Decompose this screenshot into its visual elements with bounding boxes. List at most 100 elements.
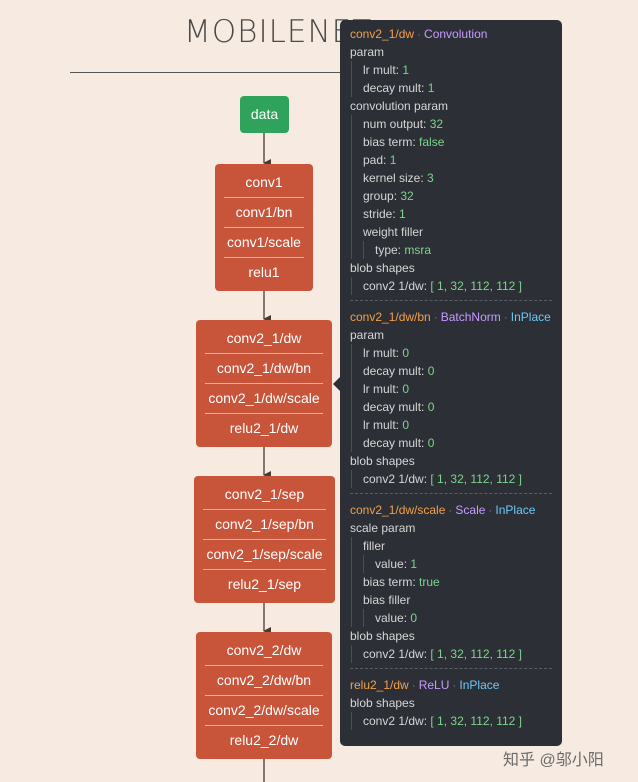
separator-dot: · (417, 27, 422, 41)
param-value: 3 (427, 171, 434, 185)
separator-dot: · (452, 678, 457, 692)
layer-node[interactable]: conv1 (224, 168, 304, 198)
layer-node[interactable]: conv2_1/sep/scale (203, 540, 326, 570)
layer-node[interactable]: conv1/scale (224, 228, 304, 258)
param-key: value: (375, 611, 408, 625)
tooltip-param-line: filler (350, 537, 552, 555)
tooltip-param-line: convolution param (350, 97, 562, 115)
separator-dot: · (411, 678, 416, 692)
separator-dot: · (503, 310, 508, 324)
layer-name: relu2_1/dw (350, 678, 409, 692)
layer-node[interactable]: conv2_2/dw/bn (205, 666, 323, 696)
tooltip-pointer (333, 377, 340, 391)
param-key: param (350, 45, 385, 59)
param-key: lr mult: (363, 63, 399, 77)
param-key: lr mult: (363, 346, 399, 360)
tooltip-param-line: lr mult: 0 (350, 344, 552, 362)
param-value: 0 (402, 382, 410, 396)
layer-node[interactable]: relu2_2/dw (229, 732, 299, 748)
tooltip-layer-header: relu2_1/dw·ReLU·InPlace (350, 676, 552, 694)
tooltip-layer-header: conv2_1/dw·Convolution (350, 25, 562, 43)
tooltip-param-line: kernel size: 3 (350, 169, 562, 187)
title-divider (70, 72, 350, 73)
param-key: lr mult: (363, 418, 399, 432)
inplace-tag: InPlace (459, 678, 500, 692)
tooltip-param-line: num output: 32 (350, 115, 562, 133)
tooltip-param-line: lr mult: 0 (350, 380, 552, 398)
tooltip-param-line: param (350, 43, 562, 61)
layer-type: ReLU (418, 678, 450, 692)
tooltip-param-line: lr mult: 1 (350, 61, 562, 79)
param-key: value: (375, 557, 408, 571)
tooltip-param-line: conv2 1/dw: [ 1, 32, 112, 112 ] (350, 277, 562, 295)
param-value: [ 1, 32, 112, 112 ] (430, 647, 523, 661)
tooltip-param-line: stride: 1 (350, 205, 562, 223)
layer-node[interactable]: relu2_1/dw (229, 420, 299, 436)
watermark: 知乎 @邬小阳 (503, 752, 604, 769)
param-value: 0 (427, 364, 435, 378)
layer-node[interactable]: conv2_1/dw (205, 324, 323, 354)
layer-type: Scale (455, 503, 486, 517)
param-value: [ 1, 32, 112, 112 ] (430, 714, 523, 728)
layer-name: conv2_1/dw (350, 27, 415, 41)
param-value: 1 (399, 207, 406, 221)
param-key: filler (363, 539, 386, 553)
inplace-tag: InPlace (495, 503, 536, 517)
layer-block-conv2-1-dw[interactable]: conv2_1/dw conv2_1/dw/bn conv2_1/dw/scal… (196, 320, 332, 447)
layer-type: BatchNorm (440, 310, 501, 324)
layer-node[interactable]: conv2_1/sep/bn (203, 510, 326, 540)
param-key: convolution param (350, 99, 449, 113)
param-key: blob shapes (350, 629, 415, 643)
layer-block-conv1[interactable]: conv1 conv1/bn conv1/scale relu1 (215, 164, 313, 291)
param-value: 1 (389, 153, 397, 167)
param-value: 0 (402, 346, 410, 360)
param-value: msra (404, 243, 432, 257)
param-key: stride: (363, 207, 396, 221)
tooltip-param-line: group: 32 (350, 187, 562, 205)
layer-node[interactable]: conv2_1/dw/bn (205, 354, 323, 384)
layer-node[interactable]: conv2_1/dw/scale (205, 384, 323, 414)
layer-node[interactable]: conv2_1/sep (203, 480, 326, 510)
param-key: bias term: (363, 135, 416, 149)
separator-dot: · (488, 503, 493, 517)
layer-name: conv2_1/dw/bn (350, 310, 431, 324)
param-key: bias term: (363, 575, 416, 589)
page-title: MOBILENET (184, 14, 373, 50)
tooltip-param-line: lr mult: 0 (350, 416, 552, 434)
node-data[interactable]: data (240, 96, 289, 133)
separator-dot: · (433, 310, 438, 324)
layer-block-conv2-2-dw[interactable]: conv2_2/dw conv2_2/dw/bn conv2_2/dw/scal… (196, 632, 332, 759)
param-value: 1 (402, 63, 410, 77)
layer-node[interactable]: relu1 (248, 264, 280, 280)
param-key: type: (375, 243, 402, 257)
param-value: 0 (410, 611, 418, 625)
layer-block-conv2-1-sep[interactable]: conv2_1/sep conv2_1/sep/bn conv2_1/sep/s… (194, 476, 335, 603)
layer-node[interactable]: conv1/bn (224, 198, 304, 228)
tooltip-param-line: param (350, 326, 552, 344)
tooltip-param-line: type: msra (350, 241, 562, 259)
param-value: 32 (429, 117, 444, 131)
param-value: false (419, 135, 445, 149)
tooltip-param-line: blob shapes (350, 694, 552, 712)
param-key: conv2 1/dw: (363, 472, 428, 486)
tooltip-param-line: conv2 1/dw: [ 1, 32, 112, 112 ] (350, 645, 552, 663)
tooltip-param-line: bias term: false (350, 133, 562, 151)
param-key: bias filler (363, 593, 411, 607)
layer-node[interactable]: relu2_1/sep (227, 576, 302, 592)
param-value: [ 1, 32, 112, 112 ] (430, 472, 523, 486)
param-value: 1 (427, 81, 435, 95)
tooltip-param-line: bias term: true (350, 573, 552, 591)
param-value: 0 (427, 436, 435, 450)
param-key: group: (363, 189, 398, 203)
tooltip-param-line: decay mult: 0 (350, 362, 552, 380)
param-value: 0 (402, 418, 410, 432)
inplace-tag: InPlace (510, 310, 551, 324)
layer-name: conv2_1/dw/scale (350, 503, 446, 517)
layer-node[interactable]: conv2_2/dw/scale (205, 696, 323, 726)
layer-node[interactable]: conv2_2/dw (205, 636, 323, 666)
